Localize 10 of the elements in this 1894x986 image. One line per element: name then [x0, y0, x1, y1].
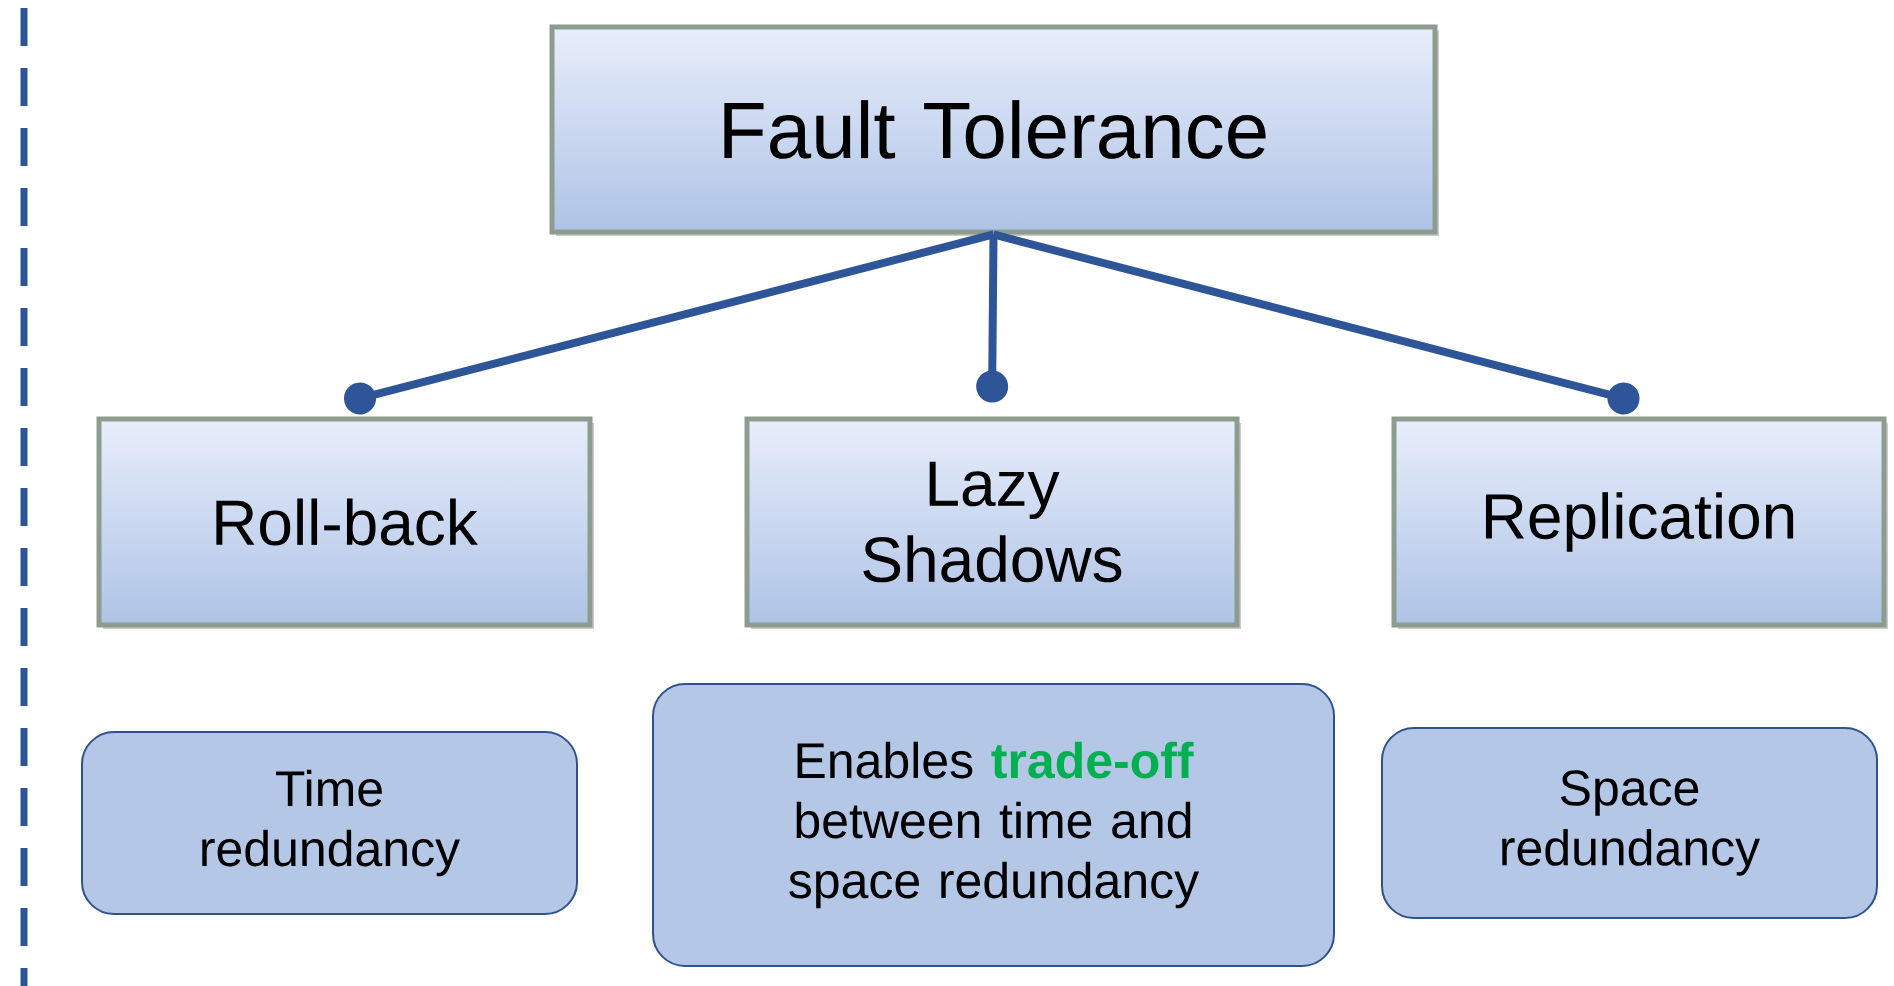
category-box: Replication: [1391, 416, 1888, 629]
connector: [344, 230, 995, 415]
connector: [976, 234, 1009, 403]
description-box: Space redundancy: [1381, 727, 1878, 919]
connector: [992, 230, 1640, 415]
title-box: Fault Tolerance: [549, 24, 1439, 236]
description-box: Enables trade-off between time and space redundancy: [652, 683, 1335, 967]
description-box: Time redundancy: [81, 731, 578, 915]
category-box: Lazy Shadows: [744, 416, 1241, 629]
category-box: Roll-back: [96, 416, 594, 629]
